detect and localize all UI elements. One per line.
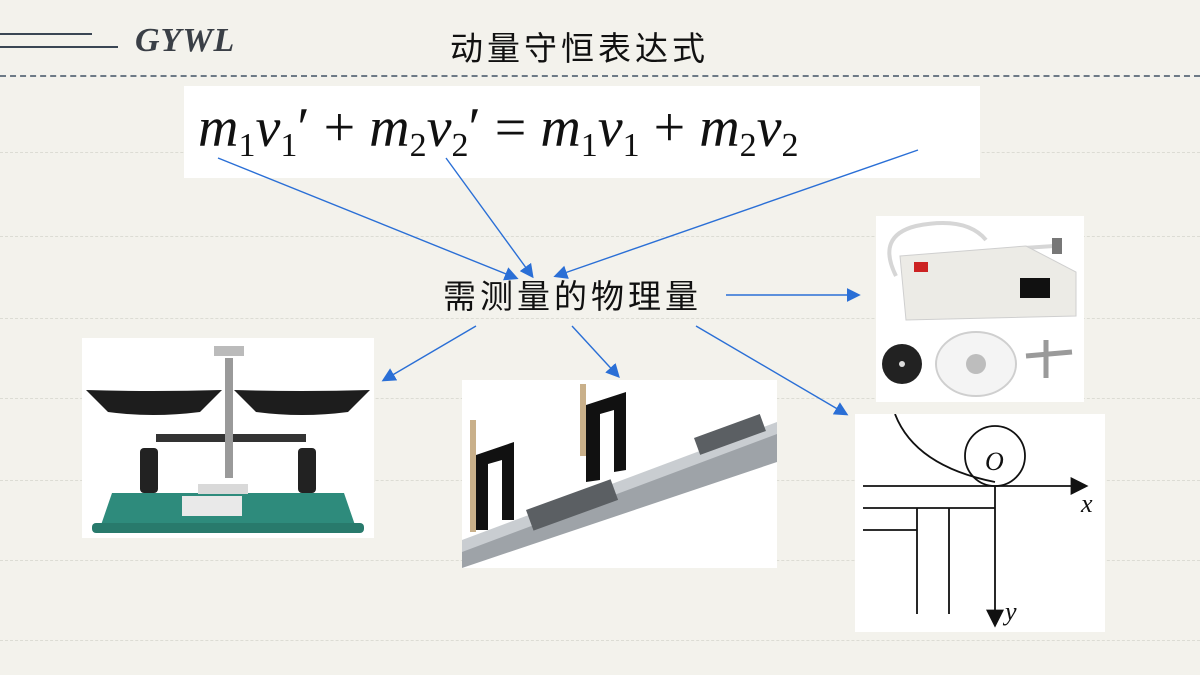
arrow: [571, 325, 620, 379]
ticker-timer-icon: [882, 221, 1077, 397]
brand-line-bottom: [0, 46, 118, 48]
arrow: [217, 157, 519, 281]
ticker-timer-image: [876, 216, 1084, 402]
air-track-image: [462, 380, 777, 568]
brand-line-top: [0, 33, 92, 35]
y-axis-label: y: [1002, 597, 1017, 626]
balance-scale-image: [82, 338, 374, 538]
momentum-formula: m1v1′ + m2v2′ = m1v1 + m2v2: [198, 97, 799, 164]
slide-title: 动量守恒表达式: [450, 29, 709, 68]
arrow: [381, 325, 477, 382]
arrow: [695, 325, 849, 416]
origin-label: O: [985, 447, 1004, 476]
quantities-to-measure-label: 需测量的物理量: [443, 277, 702, 316]
balance-scale-icon: [86, 346, 370, 533]
rule-line: [0, 640, 1200, 641]
trajectory-diagram-svg: O x y: [863, 413, 1093, 628]
air-track-icon: [462, 384, 777, 568]
header-divider: [0, 75, 1200, 77]
brand-logo-text: GYWL: [135, 22, 236, 59]
x-axis-label: x: [1080, 489, 1093, 518]
arrow: [445, 157, 534, 279]
formula-box: m1v1′ + m2v2′ = m1v1 + m2v2: [184, 86, 980, 178]
trajectory-diagram: O x y: [855, 413, 1105, 632]
arrow: [553, 149, 919, 279]
rule-line: [0, 236, 1200, 237]
rule-line: [0, 318, 1200, 319]
